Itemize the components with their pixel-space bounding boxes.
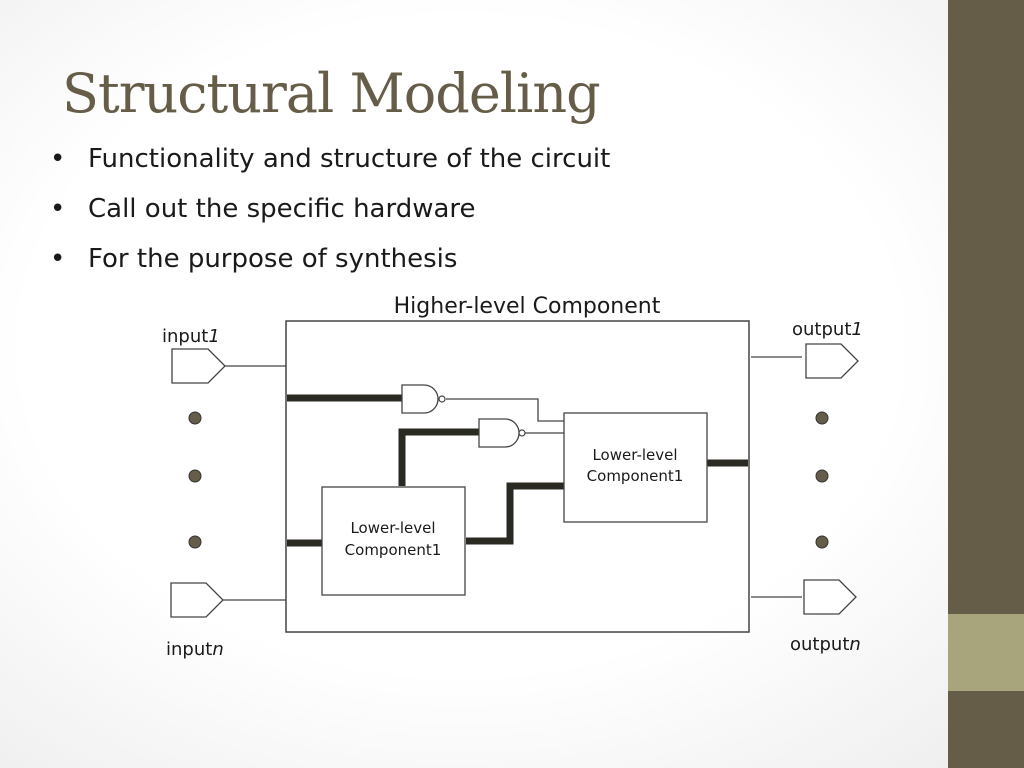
input-port-1 [171, 348, 226, 384]
ellipsis-dot [815, 469, 829, 483]
lower-level-component-upper [563, 412, 708, 523]
control-wire [446, 398, 564, 422]
component-label-line: Component1 [345, 541, 442, 559]
ellipsis-dot [188, 535, 202, 549]
component-label-line: Lower-level [592, 446, 677, 464]
bullet-text: Call out the specific hardware [88, 194, 476, 224]
component-label-line: Lower-level [350, 519, 435, 537]
nand-gate-2 [478, 418, 520, 448]
ellipsis-dot [188, 411, 202, 425]
higher-level-component-box [285, 320, 750, 633]
input-n-label: inputn [166, 639, 224, 660]
bullet-text: For the purpose of synthesis [88, 244, 458, 274]
ellipsis-dot [188, 469, 202, 483]
bullet-item: • Call out the specific hardware [50, 190, 610, 240]
bullet-text: Functionality and structure of the circu… [88, 144, 611, 174]
slide-title: Structural Modeling [62, 62, 601, 125]
output-n-label: outputn [790, 634, 861, 655]
output-port-n [803, 579, 857, 615]
ellipsis-dot [815, 411, 829, 425]
bullet-item: • Functionality and structure of the circ… [50, 140, 610, 190]
bullet-list: • Functionality and structure of the circ… [50, 140, 610, 290]
bus-wire [466, 482, 564, 545]
input-port-n [170, 582, 224, 618]
bullet-item: • For the purpose of synthesis [50, 240, 610, 290]
bullet-marker: • [50, 244, 66, 274]
sidebar-accent-block [948, 614, 1024, 691]
bullet-marker: • [50, 144, 66, 174]
outer-component-label: Higher-level Component [394, 294, 661, 319]
lower-level-component-lower [321, 486, 466, 596]
nand-gate-1 [401, 384, 439, 414]
output-1-label: output1 [792, 319, 863, 340]
nand-bubble [518, 429, 526, 437]
component-label-line: Component1 [587, 467, 684, 485]
input-1-label: input1 [162, 326, 220, 347]
output-port-1 [805, 343, 859, 379]
bullet-marker: • [50, 194, 66, 224]
nand-bubble [438, 395, 446, 403]
ellipsis-dot [815, 535, 829, 549]
bus-wire [398, 428, 479, 486]
